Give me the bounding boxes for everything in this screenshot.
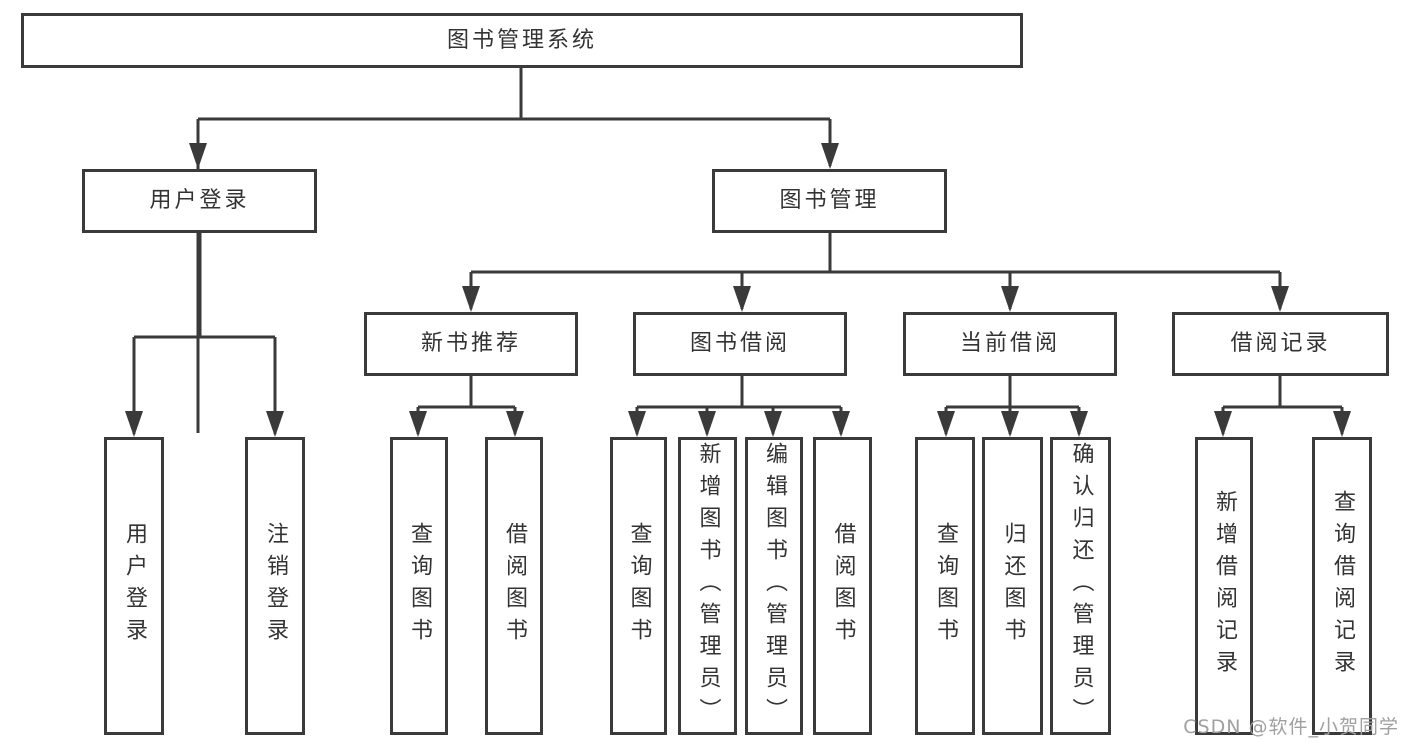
arrowhead-down-icon (1070, 411, 1088, 437)
node-borrow-records: 借阅记录 (1172, 312, 1389, 376)
leaf-borrow-book: 借阅图书 (813, 437, 872, 735)
arrowhead-down-icon (1271, 286, 1289, 312)
leaf-edit-book-admin: 编辑图书（管理员） (745, 437, 803, 735)
arrowhead-down-icon (1001, 411, 1019, 437)
leaf-add-book-admin: 新增图书（管理员） (678, 437, 737, 735)
arrowhead-down-icon (628, 411, 646, 437)
leaf-query-book-current: 查询图书 (915, 437, 975, 735)
arrowhead-down-icon (1001, 286, 1019, 312)
leaf-add-borrow-record: 新增借阅记录 (1195, 437, 1253, 735)
connector-userlogin-to-leaves (132, 233, 277, 434)
leaf-query-borrow-record: 查询借阅记录 (1312, 437, 1372, 735)
arrowhead-down-icon (409, 411, 427, 437)
arrowhead-down-icon (937, 411, 955, 437)
arrowhead-down-icon (764, 411, 782, 437)
leaf-borrow-book-recommend: 借阅图书 (485, 437, 543, 735)
node-current-borrow: 当前借阅 (903, 312, 1117, 376)
leaf-user-login: 用户登录 (104, 437, 164, 735)
leaf-logout: 注销登录 (245, 437, 305, 735)
leaf-return-book: 归还图书 (982, 437, 1043, 735)
connector-bookmgmt-to-level3 (469, 233, 1282, 309)
leaf-query-book-borrow: 查询图书 (610, 437, 667, 735)
leaf-confirm-return-admin: 确认归还（管理员） (1050, 437, 1111, 735)
arrowhead-down-icon (733, 286, 751, 312)
arrowhead-down-icon (1333, 411, 1351, 437)
arrowhead-down-icon (189, 143, 207, 169)
arrowhead-down-icon (832, 411, 850, 437)
node-user-login: 用户登录 (82, 169, 317, 233)
node-book-management: 图书管理 (712, 169, 947, 233)
node-library-management-system: 图书管理系统 (21, 13, 1023, 68)
arrowhead-down-icon (821, 143, 839, 169)
leaf-query-book-recommend: 查询图书 (390, 437, 448, 735)
csdn-watermark: CSDN @软件_小贺同学 (1183, 716, 1399, 738)
connector-root-to-level2 (196, 68, 832, 433)
connector-records-to-leaves (1221, 375, 1344, 434)
arrowhead-down-icon (462, 286, 480, 312)
connector-newbook-to-leaves (416, 375, 517, 434)
node-new-book-recommend: 新书推荐 (364, 312, 578, 376)
arrowhead-down-icon (125, 411, 143, 437)
arrowhead-down-icon (1214, 411, 1232, 437)
arrowhead-down-icon (506, 411, 524, 437)
arrowhead-down-icon (698, 411, 716, 437)
arrowhead-down-icon (266, 411, 284, 437)
node-book-borrow: 图书借阅 (633, 312, 847, 376)
connector-borrow-to-leaves (635, 375, 843, 434)
